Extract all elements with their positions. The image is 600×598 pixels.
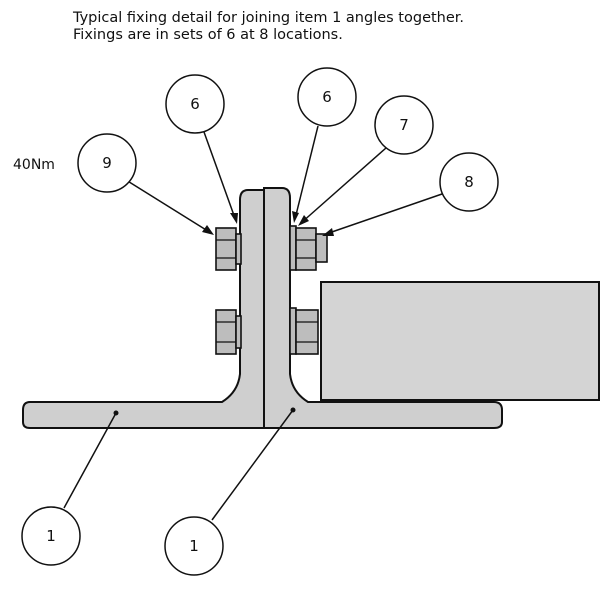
arrow-7 bbox=[298, 215, 309, 226]
nut-bottom-right bbox=[289, 307, 319, 355]
fixing-note-line-2: Fixings are in sets of 6 at 8 locations. bbox=[73, 27, 343, 43]
leader-8 bbox=[325, 193, 443, 235]
leader-7 bbox=[300, 147, 387, 224]
arrow-6b bbox=[292, 211, 299, 223]
leader-6a bbox=[203, 131, 237, 222]
callout-9: 9 bbox=[77, 133, 137, 193]
nut-bottom-left bbox=[215, 309, 242, 355]
arrow-6a bbox=[230, 213, 238, 224]
arrow-8 bbox=[322, 228, 334, 236]
callout-6b: 6 bbox=[297, 67, 357, 127]
callout-1a: 1 bbox=[21, 506, 81, 566]
callout-8-label: 8 bbox=[464, 173, 474, 191]
callout-1b-label: 1 bbox=[189, 537, 199, 555]
callout-1a-label: 1 bbox=[46, 527, 56, 545]
callout-8: 8 bbox=[439, 152, 499, 212]
callout-7: 7 bbox=[374, 95, 434, 155]
leader-1b bbox=[211, 409, 294, 521]
right-angle bbox=[263, 187, 503, 429]
nut-top-right bbox=[289, 225, 328, 271]
left-angle bbox=[22, 189, 265, 429]
callout-9-label: 9 bbox=[102, 154, 112, 172]
torque-label: 40Nm bbox=[13, 157, 55, 173]
leader-1b-dot bbox=[290, 407, 296, 413]
box-section bbox=[320, 281, 600, 401]
arrow-9 bbox=[202, 225, 214, 235]
leader-1a-dot bbox=[113, 410, 119, 416]
leader-9 bbox=[125, 179, 212, 234]
callout-6a-label: 6 bbox=[190, 95, 200, 113]
callout-6b-label: 6 bbox=[322, 88, 332, 106]
callout-7-label: 7 bbox=[399, 116, 409, 134]
leader-1a bbox=[63, 412, 117, 509]
fixing-note: Typical fixing detail for joining item 1… bbox=[73, 10, 464, 44]
leader-6b bbox=[294, 125, 319, 220]
nut-top-left bbox=[215, 227, 242, 271]
fixing-note-line-1: Typical fixing detail for joining item 1… bbox=[73, 10, 465, 26]
callout-6a: 6 bbox=[165, 74, 225, 134]
callout-1b: 1 bbox=[164, 516, 224, 576]
